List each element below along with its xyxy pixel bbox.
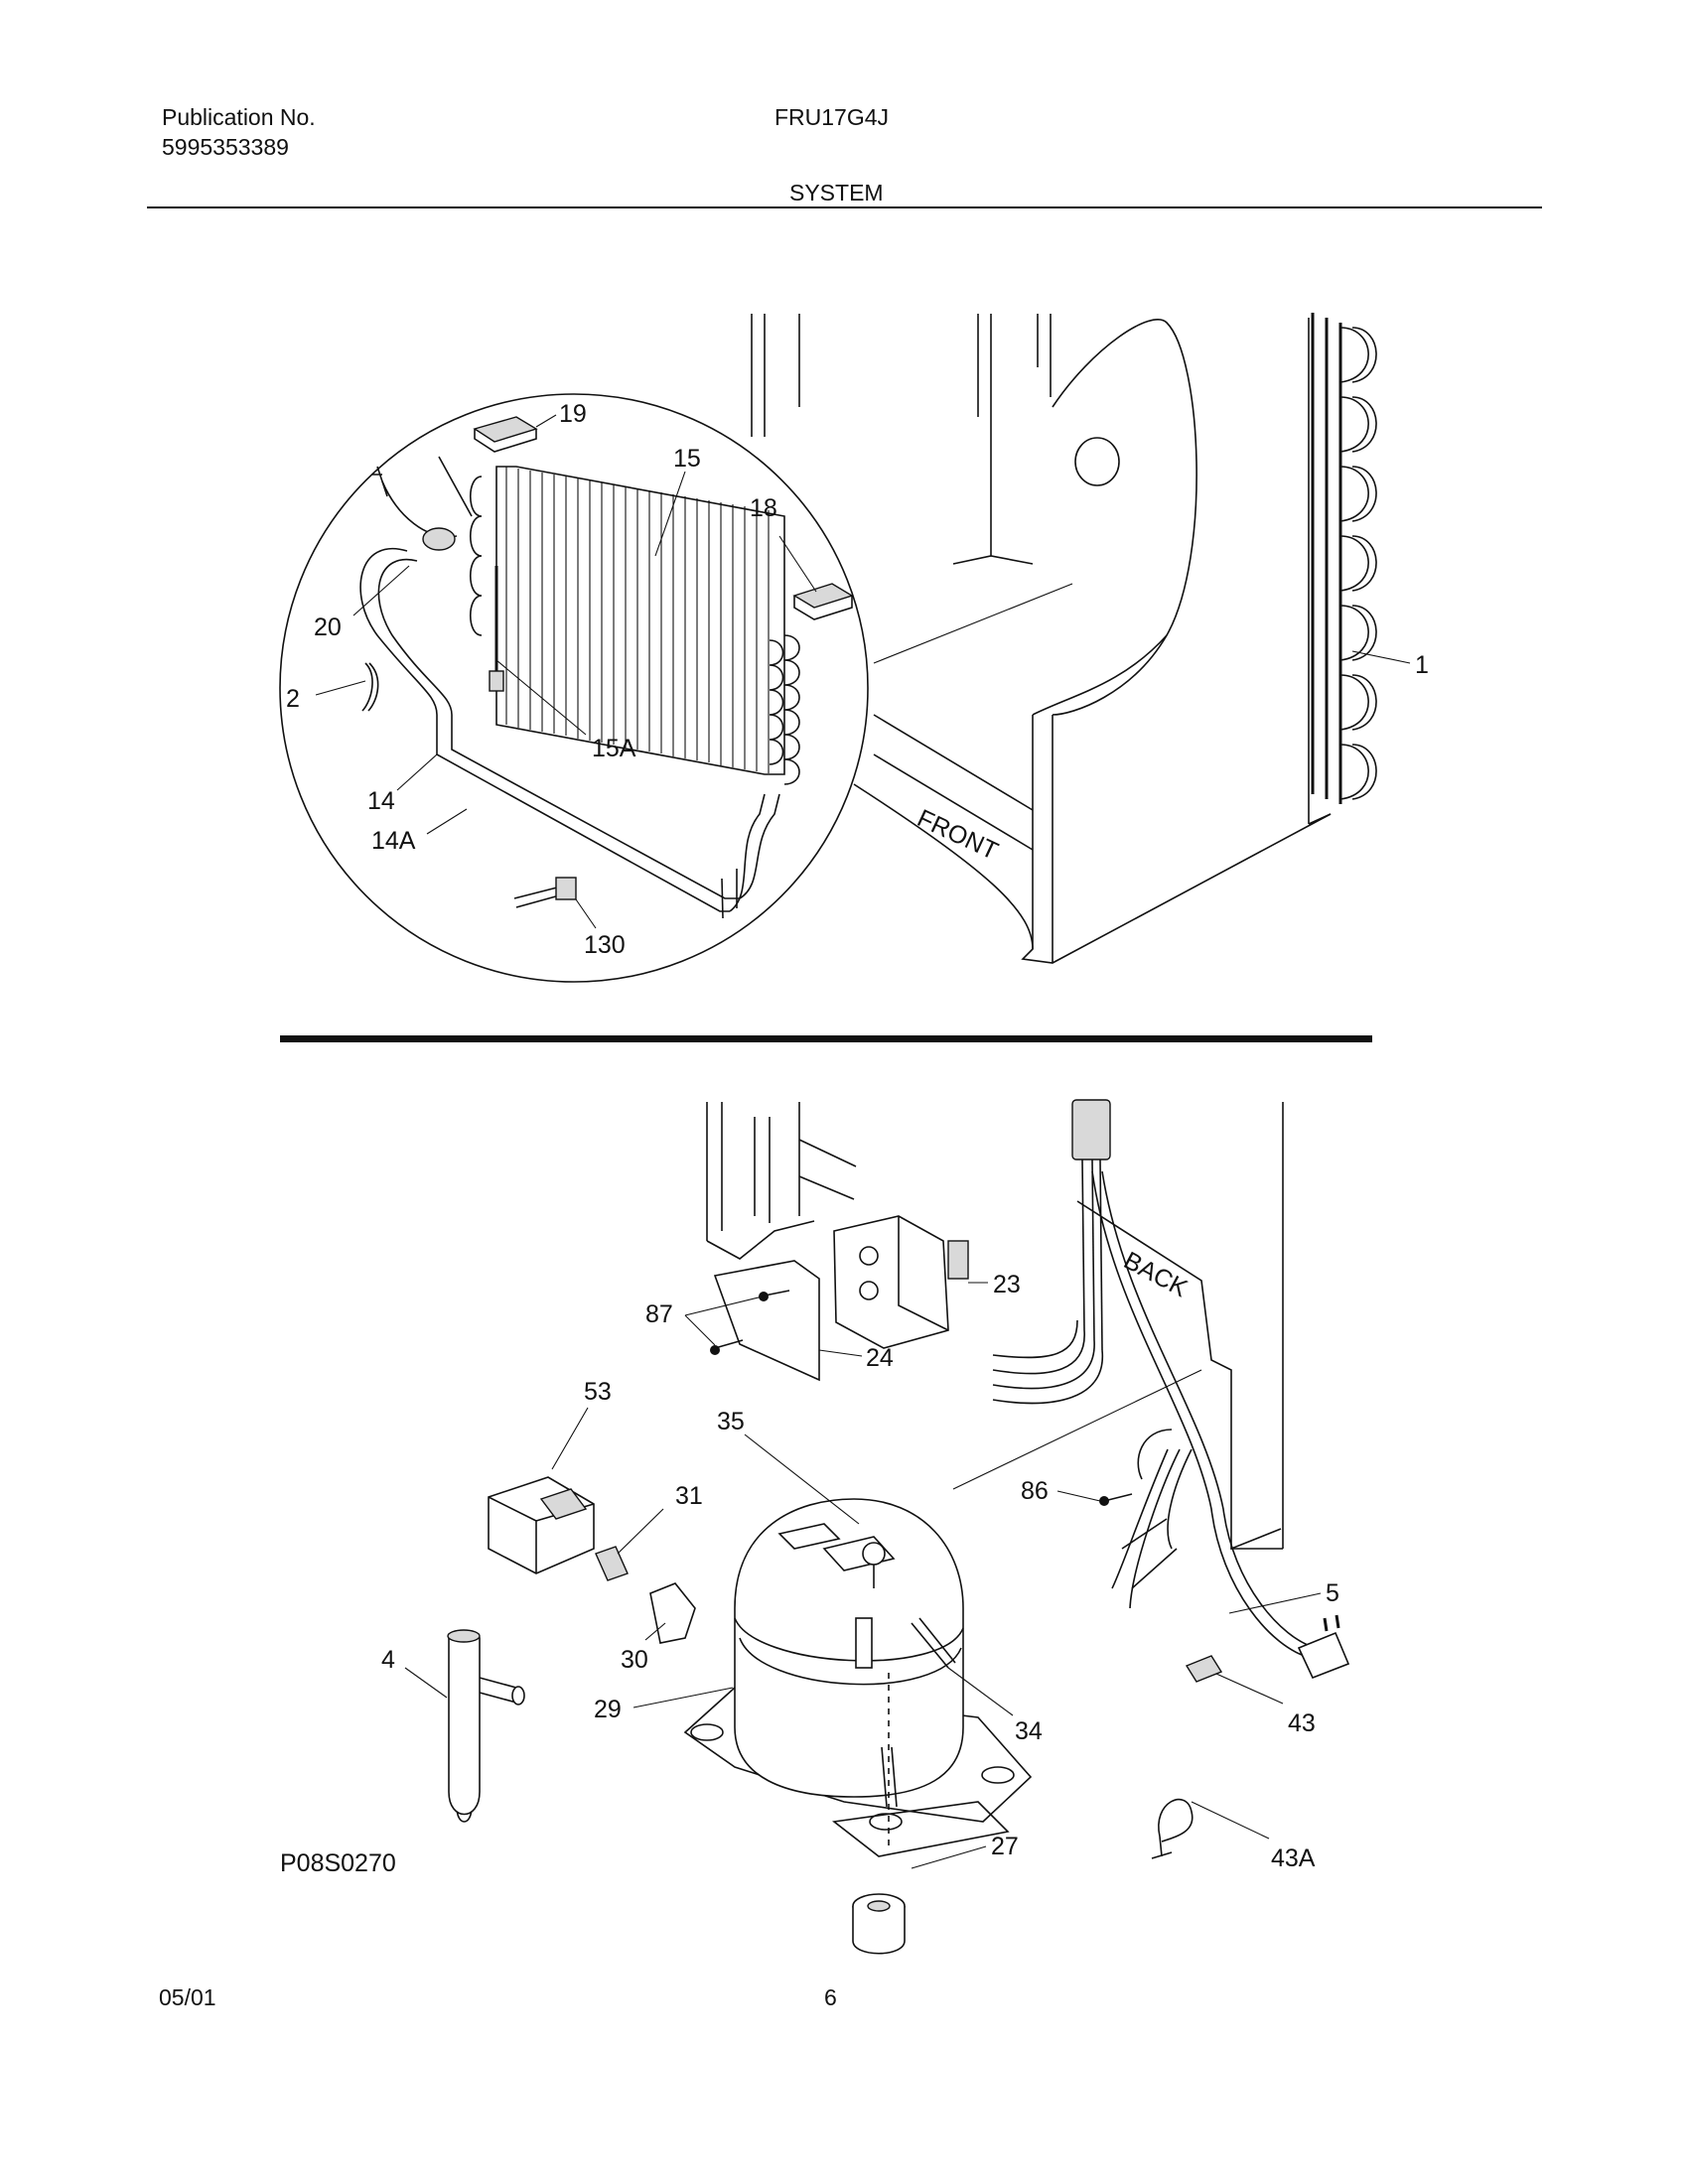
callout-86: 86 [1021,1477,1049,1505]
filter-drier [447,1629,525,1823]
callout-19: 19 [559,400,587,428]
footer-date: 05/01 [159,1984,216,2010]
callout-130: 130 [584,931,626,959]
callout-35: 35 [717,1408,745,1435]
callout-29: 29 [594,1696,622,1723]
callout-43: 43 [1288,1709,1316,1737]
section-title: SYSTEM [789,180,884,205]
callout-30: 30 [621,1646,648,1674]
callout-34: 34 [1015,1717,1043,1745]
publication-label: Publication No. [162,104,316,130]
grommet [852,1893,906,1955]
callout-14a: 14A [371,827,416,855]
callout-14: 14 [367,787,395,815]
wiring-harness [992,1099,1350,1680]
section-divider [280,1035,1372,1042]
callout-1: 1 [1415,651,1429,679]
diagram-code: P08S0270 [280,1849,396,1877]
callout-15: 15 [673,445,701,473]
callout-27: 27 [991,1833,1019,1860]
callout-18: 18 [750,494,777,522]
callout-5: 5 [1326,1579,1339,1607]
defrost-timer [833,1215,969,1349]
back-label: BACK [1119,1247,1193,1303]
evaporator-detail [359,416,854,919]
model-number: FRU17G4J [774,104,890,130]
page-number: 6 [824,1984,837,2010]
cabinet-interior-top [751,313,1377,964]
start-relay [488,1476,595,1574]
callout-43a: 43A [1271,1844,1316,1872]
callout-24: 24 [866,1344,894,1372]
header-rule [147,206,1542,208]
callout-23: 23 [993,1271,1021,1298]
compressor [683,1498,1033,1857]
callout-15a: 15A [592,735,636,762]
publication-number: 5995353389 [162,134,289,160]
cabinet-machine-compartment [447,1099,1350,1955]
callout-53: 53 [584,1378,612,1406]
callout-4: 4 [381,1646,395,1674]
callout-31: 31 [675,1482,703,1510]
callout-2: 2 [286,685,300,713]
callout-87: 87 [645,1300,673,1328]
condenser-coil [1311,313,1377,804]
evaporator-fins [470,466,800,785]
callout-20: 20 [314,614,342,641]
